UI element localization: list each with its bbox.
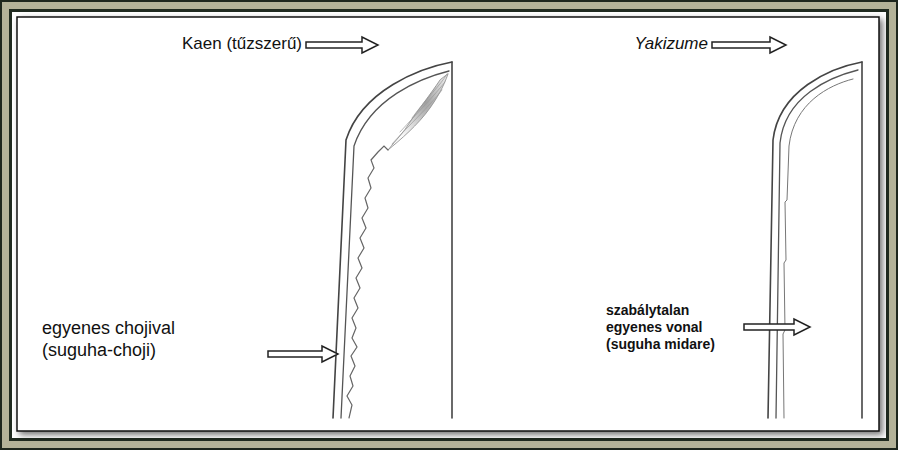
part-label: Kaen (tűzszerű) <box>182 34 302 54</box>
white-panel <box>12 12 886 438</box>
inner-frame <box>17 17 879 431</box>
part-label: Yakizume <box>635 34 708 54</box>
pointer-arrows <box>268 37 810 362</box>
pointer-arrow <box>268 346 338 362</box>
dark-border <box>9 9 889 441</box>
blade-right <box>768 62 862 418</box>
hamon-label: egyenes chojival (suguha-choji) <box>42 318 217 361</box>
pointer-arrow <box>306 37 378 53</box>
hamon-label: szabálytalan egyenes vonal (suguha midar… <box>606 302 732 352</box>
pointer-arrow <box>712 37 786 53</box>
blade-left <box>333 62 452 418</box>
pointer-arrow <box>744 319 810 335</box>
